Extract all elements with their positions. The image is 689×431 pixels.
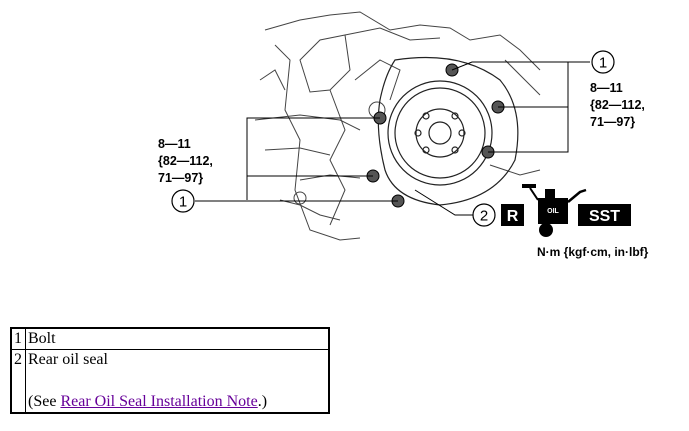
torque-units: N·m {kgf·cm, in·lbf} — [537, 245, 649, 259]
table-row: 2 Rear oil seal (See Rear Oil Seal Insta… — [10, 349, 330, 414]
svg-text:OIL: OIL — [547, 208, 559, 215]
torque-spec-left: 8—11 {82—112, 71—97} — [158, 137, 213, 185]
svg-text:R: R — [507, 208, 519, 225]
part-cell: Rear oil seal (See Rear Oil Seal Install… — [25, 349, 330, 414]
part-note: (See Rear Oil Seal Installation Note.) — [28, 392, 326, 412]
part-number: 2 — [10, 349, 26, 414]
note-prefix: (See — [28, 393, 61, 410]
svg-text:{82—112,: {82—112, — [590, 98, 645, 112]
svg-text:1: 1 — [179, 194, 187, 211]
replace-badge: R — [501, 204, 524, 226]
callout-rear-oil-seal: 2 — [472, 203, 496, 227]
svg-text:8—11: 8—11 — [590, 81, 623, 95]
sst-badge: SST — [578, 204, 631, 226]
rear-oil-seal-installation-note-link[interactable]: Rear Oil Seal Installation Note — [60, 393, 258, 410]
svg-text:2: 2 — [480, 208, 488, 225]
svg-text:8—11: 8—11 — [158, 137, 191, 151]
svg-text:71—97}: 71—97} — [158, 171, 203, 185]
svg-text:71—97}: 71—97} — [590, 115, 635, 129]
callout-bolt-right: 1 — [591, 50, 615, 74]
leader-lines — [195, 61, 590, 216]
crankshaft-rear — [377, 56, 519, 206]
svg-text:{82—112,: {82—112, — [158, 154, 213, 168]
svg-text:1: 1 — [599, 55, 607, 72]
rear-oil-seal-illustration: 1 1 2 8—11 {82—112, 71—97} 8—11 {82—112,… — [158, 11, 649, 259]
callout-bolt-left: 1 — [171, 189, 195, 213]
note-suffix: .) — [257, 393, 268, 410]
table-row: 1 Bolt — [10, 327, 330, 350]
parts-table: 1 Bolt 2 Rear oil seal (See Rear Oil Sea… — [10, 327, 330, 414]
svg-text:SST: SST — [589, 208, 620, 225]
oil-can-icon: OIL — [522, 184, 587, 237]
part-name: Bolt — [25, 327, 330, 350]
torque-spec-right: 8—11 {82—112, 71—97} — [590, 81, 645, 129]
part-number: 1 — [10, 327, 26, 350]
part-name: Rear oil seal — [28, 351, 108, 368]
